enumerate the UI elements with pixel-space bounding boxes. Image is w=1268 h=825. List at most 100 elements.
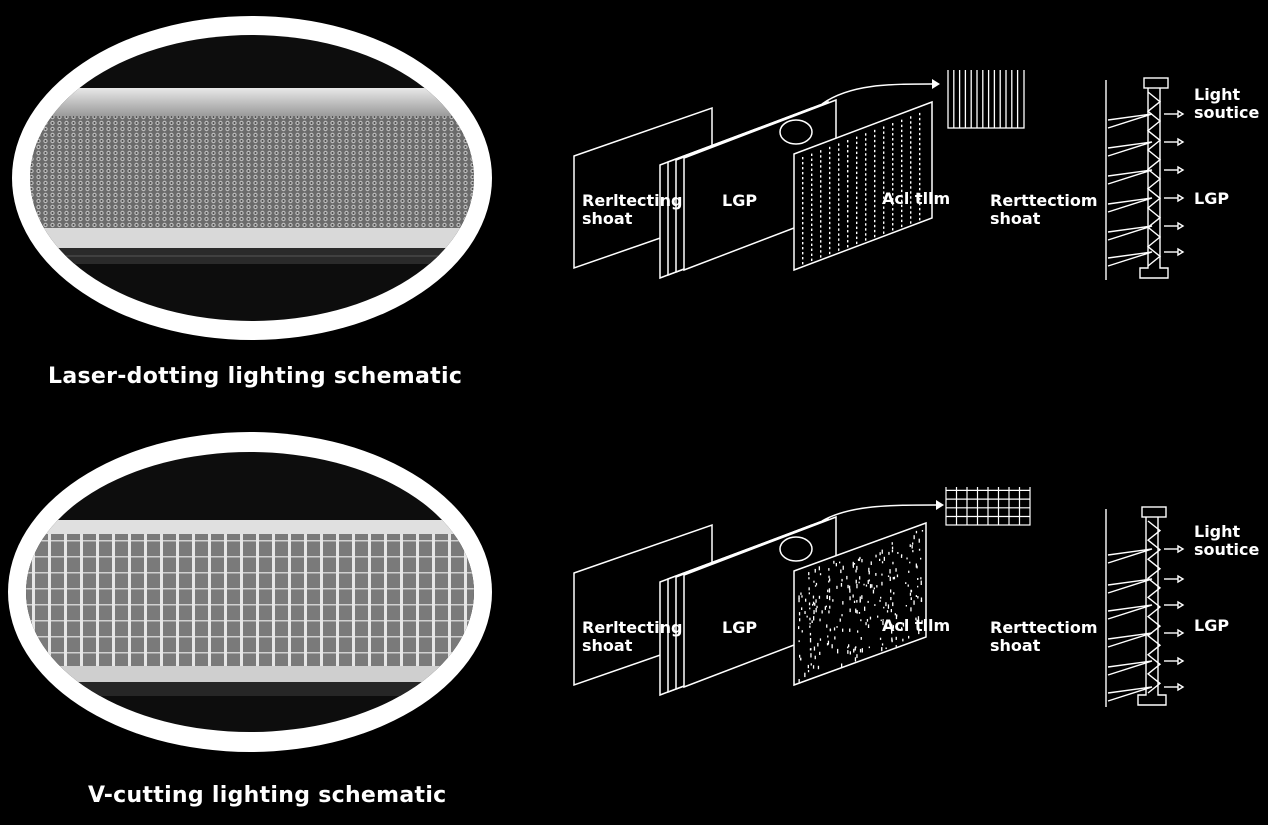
film-speck [863, 583, 865, 586]
film-dot [919, 177, 921, 181]
film-speck [812, 665, 815, 669]
film-dot [811, 153, 813, 156]
film-dot [865, 173, 867, 176]
film-dot [811, 223, 813, 226]
film-dot [874, 154, 876, 158]
film-dot [919, 152, 921, 156]
film-dot [829, 241, 831, 245]
film-speck [839, 618, 841, 622]
film-speck [801, 630, 803, 633]
film-speck [806, 615, 808, 618]
film-dot [802, 211, 804, 215]
film-speck [893, 576, 896, 580]
film-dot [829, 201, 831, 205]
film-dot [847, 150, 849, 153]
film-dot [919, 207, 921, 211]
film-speck [813, 616, 815, 621]
film-dot [829, 226, 831, 230]
light-ray [1107, 660, 1153, 676]
film-dot [820, 170, 822, 173]
film-speck [910, 597, 912, 600]
film-speck [892, 602, 894, 607]
film-dot [856, 176, 858, 180]
film-speck [827, 640, 830, 645]
film-dot [874, 194, 876, 198]
film-speck [884, 624, 887, 627]
film-dot [883, 166, 885, 169]
film-speck [801, 607, 803, 610]
reflection-sheet-label-line1: Rerttectiom [990, 191, 1098, 210]
film-speck [895, 615, 898, 620]
film-dot [829, 251, 831, 255]
lgp-label: LGP [722, 618, 758, 637]
film-dot [820, 180, 822, 183]
light-source-label-line2: soutice [1194, 540, 1260, 559]
film-speck [849, 596, 851, 601]
film-speck [853, 648, 855, 653]
film-dot [856, 206, 858, 210]
film-dot [820, 175, 822, 178]
film-speck [913, 600, 915, 605]
film-dot [901, 189, 903, 193]
film-speck [846, 575, 848, 580]
film-dot [874, 134, 876, 138]
film-dot [865, 238, 867, 241]
film-speck [885, 602, 887, 607]
film-dot [829, 211, 831, 215]
film-speck [805, 598, 807, 602]
film-dot [910, 186, 912, 189]
film-dot [829, 146, 831, 150]
film-speck [868, 646, 870, 649]
film-speck [829, 595, 831, 601]
film-dot [811, 253, 813, 256]
light-source-label-line1: Light [1194, 85, 1241, 104]
film-dot [901, 184, 903, 188]
film-speck [799, 654, 801, 658]
film-speck [856, 565, 858, 570]
film-dot [829, 151, 831, 155]
film-dot [901, 164, 903, 168]
film-dot [847, 195, 849, 198]
film-speck [819, 651, 821, 655]
film-speck [890, 597, 892, 601]
film-speck [848, 644, 850, 648]
film-speck [905, 582, 907, 584]
film-dot [811, 158, 813, 161]
film-speck [909, 561, 911, 564]
film-speck [814, 585, 817, 587]
film-speck [849, 608, 851, 613]
film-dot [919, 187, 921, 191]
film-speck [886, 610, 889, 613]
ray-arrow [1177, 193, 1185, 203]
film-dot [847, 175, 849, 178]
film-dot [910, 166, 912, 169]
film-speck [814, 602, 816, 606]
film-speck [901, 554, 903, 556]
film-speck [879, 599, 881, 602]
film-speck [815, 608, 817, 613]
film-dot [838, 198, 840, 201]
film-speck [881, 643, 884, 646]
film-dot [829, 216, 831, 220]
film-dot [874, 179, 876, 183]
film-dot [919, 147, 921, 151]
ray-arrow [1177, 600, 1185, 610]
film-dot [856, 151, 858, 155]
film-dot [901, 119, 903, 123]
film-dot [802, 231, 804, 235]
film-speck [827, 635, 829, 638]
film-dot [874, 164, 876, 168]
film-speck [799, 658, 802, 660]
film-dot [865, 228, 867, 231]
film-speck [879, 637, 882, 640]
film-speck [819, 573, 822, 576]
magnified-stripe-inset [947, 70, 1025, 129]
film-dot [901, 139, 903, 143]
lgp-zigzag [1146, 520, 1162, 694]
film-speck [857, 630, 859, 633]
v-cutting-caption: V-cutting lighting schematic [88, 783, 447, 808]
film-speck [809, 638, 812, 643]
film-speck [879, 558, 881, 561]
film-dot [901, 149, 903, 153]
film-dot [883, 126, 885, 129]
